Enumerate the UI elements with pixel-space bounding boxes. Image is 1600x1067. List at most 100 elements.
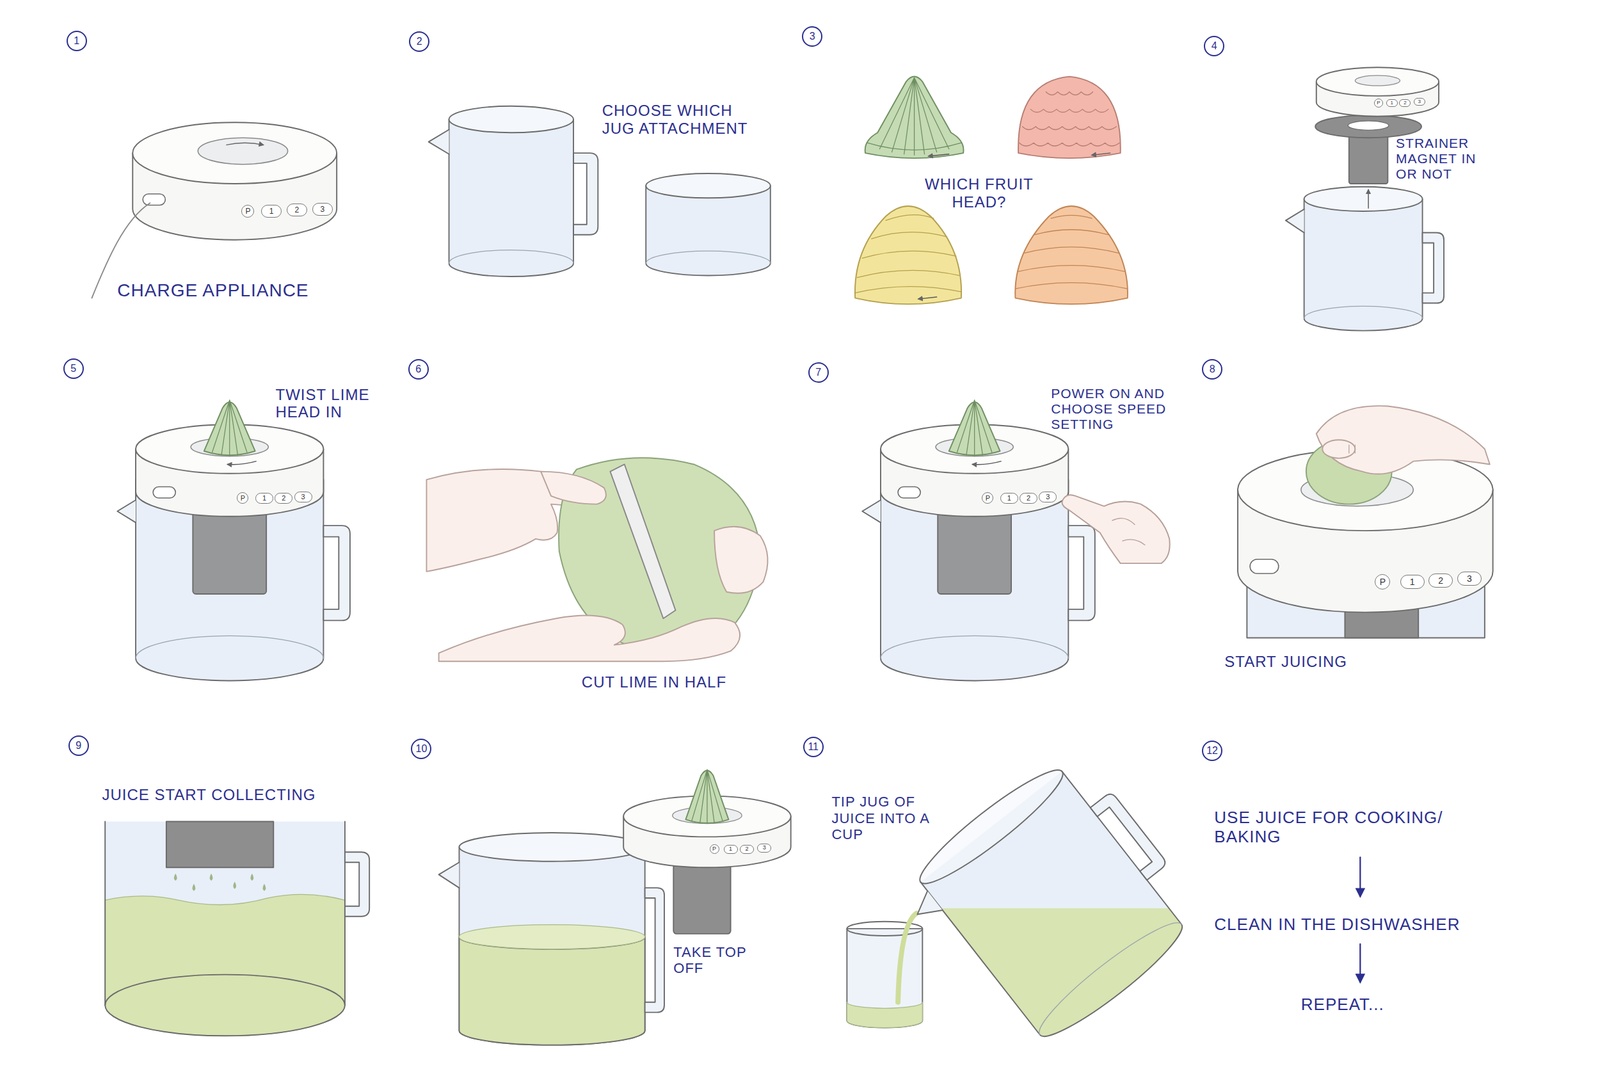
step-number-text: 2: [416, 36, 423, 47]
button-label: 3: [320, 205, 325, 214]
step-caption: CHOOSE WHICH JUG ATTACHMENT: [602, 101, 752, 137]
step-number-text: 10: [416, 743, 428, 754]
jug-body: [449, 119, 575, 278]
button-label: 2: [281, 494, 286, 502]
step-number-text: 9: [75, 740, 82, 751]
button-label: 2: [1403, 100, 1407, 106]
step-number: 5: [63, 358, 84, 379]
jug-handle: [573, 152, 598, 235]
lime-head-ribs: [867, 77, 962, 155]
lime-head-ribs: [691, 769, 723, 824]
jug-spout: [428, 129, 450, 154]
juicer-assembled: [862, 400, 1096, 681]
speed-button: 3: [294, 491, 313, 503]
button-label: 2: [745, 846, 749, 852]
jug-rim: [449, 106, 575, 133]
orange-head: [1015, 206, 1128, 304]
button-label: 1: [1409, 577, 1416, 587]
juicer-assembled: [117, 400, 351, 681]
button-label: P: [1376, 100, 1380, 106]
orange-head-rings: [1015, 215, 1128, 289]
power-button: P: [236, 492, 249, 504]
step-number: 4: [1203, 35, 1225, 57]
button-label: 1: [262, 494, 267, 502]
speed-button: 1: [261, 204, 282, 218]
strainer: [166, 821, 274, 868]
power-button: P: [1374, 98, 1384, 108]
charging-port: [1249, 559, 1279, 574]
step-number: 8: [1201, 359, 1223, 380]
jug-spout: [910, 890, 943, 925]
speed-button: 2: [1428, 573, 1453, 588]
button-label: 3: [1418, 99, 1421, 105]
flow-arrow: [1359, 856, 1361, 896]
button-label: 3: [762, 844, 767, 851]
jug-rim: [458, 832, 645, 862]
step-number-text: 8: [1209, 364, 1216, 375]
lime-head: [865, 76, 964, 159]
instruction-note: REPEAT...: [1301, 995, 1385, 1015]
speed-button: 1: [1400, 574, 1425, 589]
cup-juice: [846, 1002, 923, 1028]
jug-spout: [1285, 209, 1305, 233]
pointing-hand: [1062, 494, 1170, 564]
thumb: [1322, 439, 1355, 459]
hand-detail: [1349, 444, 1356, 454]
button-label: 1: [728, 846, 733, 852]
speed-button: 1: [1000, 492, 1019, 504]
power-button: P: [709, 844, 720, 854]
step-number-text: 6: [415, 364, 422, 375]
step-number-text: 12: [1206, 745, 1218, 756]
button-label: 2: [295, 206, 300, 214]
juice-surface: [458, 924, 645, 950]
speed-button: 3: [757, 843, 772, 853]
step-number: 6: [408, 359, 429, 380]
button-label: 1: [1390, 100, 1394, 106]
jug-handle: [344, 851, 370, 916]
button-label: P: [712, 846, 717, 852]
speed-button: 2: [1019, 492, 1038, 504]
step-number: 2: [408, 31, 430, 52]
step-number-text: 5: [70, 363, 77, 374]
jug-base-back: [1029, 911, 1182, 1035]
strainer-magnet-disc: [1315, 115, 1422, 138]
power-button: P: [241, 204, 255, 218]
speed-button: 1: [1386, 99, 1398, 107]
cup-body: [846, 928, 923, 1028]
lemon-head-spirals: [855, 215, 962, 294]
berry-head: [1018, 76, 1121, 159]
appliance-top: [132, 122, 337, 184]
lemon-head: [855, 206, 962, 304]
step-number: 9: [68, 735, 89, 756]
button-label: 2: [1026, 494, 1031, 502]
holding-fingers: [714, 526, 768, 594]
jug-spout: [439, 862, 460, 888]
short-jug-rim: [645, 173, 771, 198]
power-button: P: [1374, 574, 1391, 590]
speed-button: 3: [1413, 97, 1426, 106]
step-caption: CHARGE APPLIANCE: [117, 280, 309, 301]
flow-arrow: [1359, 944, 1361, 982]
jug-rim: [1304, 186, 1423, 212]
step-caption: TAKE TOP OFF: [673, 944, 750, 977]
speed-button: 2: [739, 844, 754, 854]
pressing-hand: [1316, 405, 1490, 474]
step-caption: CUT LIME IN HALF: [581, 673, 727, 692]
jug-outline: [920, 771, 1192, 1048]
button-label: P: [985, 494, 991, 502]
right-hand: [439, 615, 741, 662]
juice-drops: [174, 873, 266, 891]
step-number-text: 1: [73, 35, 80, 47]
step-number-text: 7: [815, 367, 822, 378]
hand-detail: [1112, 518, 1145, 546]
button-label: P: [240, 494, 246, 502]
rotation-arrow: [226, 142, 264, 145]
step-caption: TWIST LIME HEAD IN: [275, 385, 373, 422]
twist-arrow: [1091, 152, 1111, 155]
appliance-socket: [1354, 75, 1400, 86]
power-button: P: [981, 492, 994, 504]
button-label: 1: [1007, 494, 1012, 502]
knife: [609, 464, 676, 619]
